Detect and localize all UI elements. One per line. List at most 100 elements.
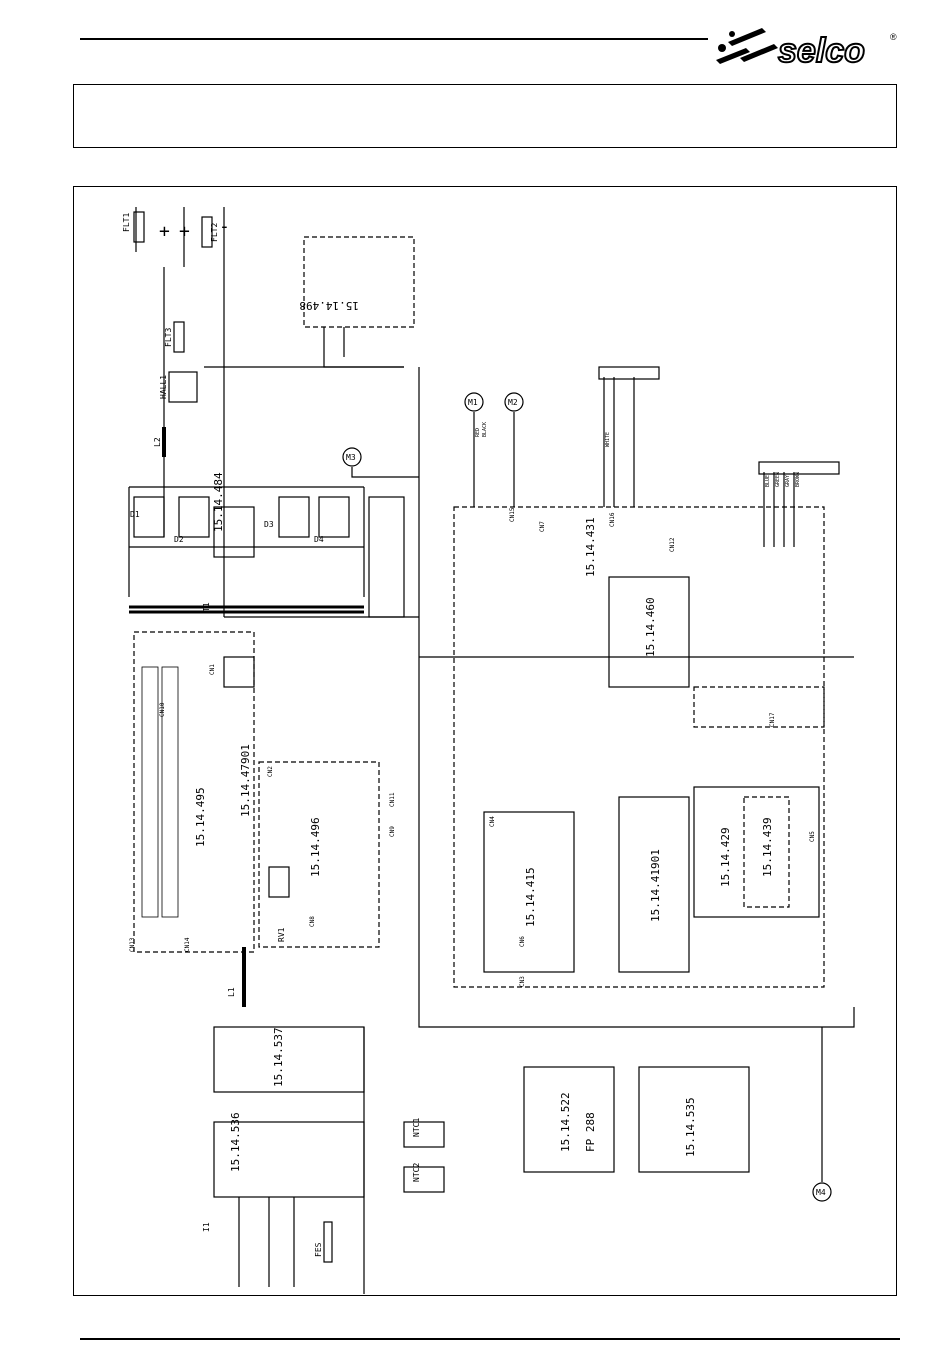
board-15-14-460 [608,576,690,688]
board-15-14-495 [133,631,255,953]
filter-flt3 [173,321,185,353]
board-label-439: 15.14.439 [761,817,774,877]
diode-bridge-d3 [278,496,310,538]
label-m3: M3 [346,453,356,462]
board-label-41901: 15.14.41901 [649,849,662,922]
footer-rule [80,1338,900,1340]
label-d1: D1 [130,510,140,519]
board-label-fp288: FP 288 [584,1112,597,1152]
title-box [73,84,897,148]
terminal-positive-2: + [179,221,190,242]
board-15-14-484 [213,506,255,558]
label-i1: I1 [202,1222,211,1232]
selco-logo-mark: selco ® [716,28,897,71]
label-l1: L1 [227,987,236,997]
board-label-537: 15.14.537 [272,1027,285,1087]
board-region-cn17 [693,686,825,728]
board-15-14-537 [213,1026,365,1093]
label-t1: T1 [202,602,211,612]
hall-sensor [168,371,198,403]
transformer-core [368,496,405,618]
label-l2: L2 [153,437,162,447]
board-label-536: 15.14.536 [229,1112,242,1172]
label-fes: FES [314,1242,323,1257]
connector-j27 [598,366,660,380]
board-label-47901: 15.14.47901 [239,744,252,817]
connector-label: CN1 [209,664,216,675]
registered-mark: ® [890,32,897,42]
sensor-ntc1 [403,1121,445,1148]
board-label-429: 15.14.429 [719,827,732,887]
board-15-14-535 [638,1066,750,1173]
varistor-rv1 [268,866,290,898]
label-flt3: FLT3 [164,328,173,347]
terminal-negative: - [219,216,230,237]
board-label-522: 15.14.522 [559,1092,572,1152]
label-ntc1: NTC1 [412,1118,421,1137]
diode-bridge-d2 [178,496,210,538]
connector-label: CN16 [609,512,616,527]
label-rv1: RV1 [277,927,286,942]
connector-label: CN4 [489,816,496,827]
power-input-lines [135,207,225,367]
motor-m3 [342,447,362,467]
connector-label: CN6 [519,936,526,947]
board-15-14-41901 [618,796,690,973]
board-15-14-522 [523,1066,615,1173]
output-lines [238,1197,295,1287]
wire-tag: BLUE [765,475,771,487]
motor-m2 [504,392,524,412]
board-15-14-536 [213,1121,365,1198]
board-label-484: 15.14.484 [212,472,225,532]
label-flt2: FLT2 [210,223,219,242]
brand-name: selco [778,32,865,70]
connector-label: CN3 [519,976,526,987]
board-label-431: 15.14.431 [584,517,597,577]
terminal-positive-1: + [159,221,170,242]
board-label-495: 15.14.495 [194,787,207,847]
connector-label: CN14 [184,937,191,952]
connector-label: CN13 [129,937,136,952]
label-ntc2: NTC2 [412,1163,421,1182]
wire-tag: GREEN [775,472,781,487]
diode-bridge-d1 [133,496,165,538]
filter-flt2 [201,216,213,248]
label-flt1: FLT1 [122,213,131,232]
connector-label: CN11 [389,792,396,807]
wire-tag: RED [475,428,481,437]
board-label-498: 15.14.498 [299,299,359,312]
wiring-diagram-frame: 15.14.498 15.14.484 15.14.431 15.14.460 … [73,186,897,1296]
transformer-t1 [129,605,364,614]
board-label-535: 15.14.535 [684,1097,697,1157]
dc-bus-lines [163,267,404,617]
connector-label: CN12 [669,537,676,552]
label-m1: M1 [468,398,478,407]
board-15-14-496 [258,761,380,948]
board-15-14-439 [743,796,790,908]
label-m4: M4 [816,1188,826,1197]
connector-label: CN9 [389,826,396,837]
sensor-ntc2 [403,1166,445,1193]
connector-j18 [758,461,840,475]
motor-m4 [812,1182,832,1202]
connector-label: CN17 [769,712,776,727]
label-hall1: HALL1 [159,375,168,399]
label-d3: D3 [264,520,274,529]
label-d2: D2 [174,535,184,544]
connector-label: CN8 [309,916,316,927]
board-15-14-498 [303,236,415,328]
board-label-460: 15.14.460 [644,597,657,657]
label-d4: D4 [314,535,324,544]
wire-tag: BLACK [482,422,488,437]
connector-label: CN2 [267,766,274,777]
selco-logo: selco ® [712,18,902,72]
diode-bridge-d4 [318,496,350,538]
connector-label: CN5 [809,831,816,842]
label-m2: M2 [508,398,518,407]
board-15-14-431 [453,506,825,988]
connector-label: CN7 [539,521,546,532]
header-rule [80,38,708,40]
wire-tag: GRAY [785,475,791,487]
motor-m1 [464,392,484,412]
connector-label: CN10 [159,702,166,717]
